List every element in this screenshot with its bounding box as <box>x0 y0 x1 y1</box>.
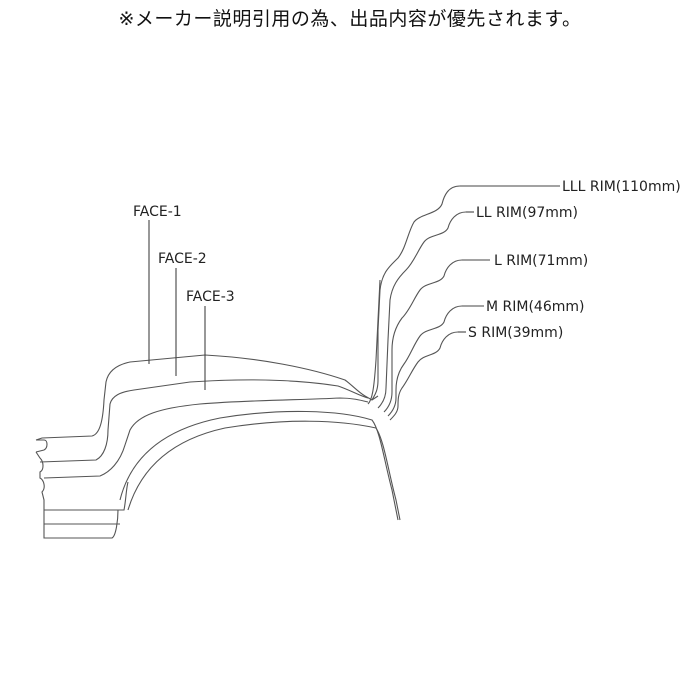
face-1-label: FACE-1 <box>133 204 182 220</box>
rim-s-label: S RIM(39mm) <box>468 325 563 341</box>
rim-leaders <box>458 185 560 333</box>
notice-text: ※メーカー説明引用の為、出品内容が優先されます。 <box>118 8 582 30</box>
rim-m-label: M RIM(46mm) <box>486 299 584 315</box>
face-3-profile <box>43 397 369 479</box>
rim-profiles <box>367 185 467 421</box>
rim-lll-label: LLL RIM(110mm) <box>562 179 681 195</box>
face-leaders <box>148 220 206 390</box>
rim-ll-profile <box>377 211 467 409</box>
rim-l-label: L RIM(71mm) <box>494 253 588 269</box>
barrel-curve-3 <box>44 481 129 511</box>
face-1-lower <box>35 451 119 539</box>
face-2-profile <box>39 379 369 463</box>
face-profiles <box>35 354 401 539</box>
rim-s-profile <box>389 331 459 421</box>
barrel-curve-1 <box>119 410 399 521</box>
rim-lll-profile <box>371 185 461 401</box>
face-2-label: FACE-2 <box>158 251 207 267</box>
spoke-centerline <box>367 279 381 405</box>
rim-ll-label: LL RIM(97mm) <box>476 205 578 221</box>
barrel-curve-2 <box>127 420 401 521</box>
rim-l-profile <box>383 259 463 413</box>
rim-m-profile <box>387 305 463 417</box>
face-3-label: FACE-3 <box>186 289 235 305</box>
